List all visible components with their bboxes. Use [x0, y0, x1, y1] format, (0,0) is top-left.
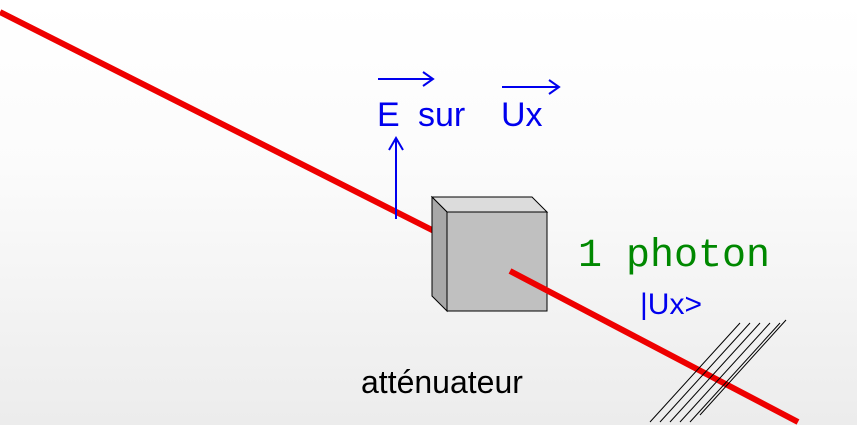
attenuator-front-face: [446, 211, 548, 312]
field-label-ux: Ux: [501, 96, 543, 134]
vector-arrow-ux: [502, 79, 561, 95]
attenuator-side-face: [431, 195, 448, 313]
attenuator-block: [430, 195, 549, 313]
field-label-sur: sur: [418, 96, 465, 134]
incoming-beam: [0, 9, 438, 235]
field-arrow: [388, 136, 404, 219]
vector-arrow-e: [378, 71, 435, 87]
field-label-e: E: [377, 96, 400, 134]
attenuator-label: atténuateur: [361, 364, 523, 400]
attenuator-top-face: [430, 196, 549, 213]
state-label: |Ux>: [640, 288, 702, 321]
photon-label: 1 photon: [578, 234, 770, 279]
hatch-marks: [649, 319, 787, 423]
outgoing-beam: [508, 268, 800, 425]
